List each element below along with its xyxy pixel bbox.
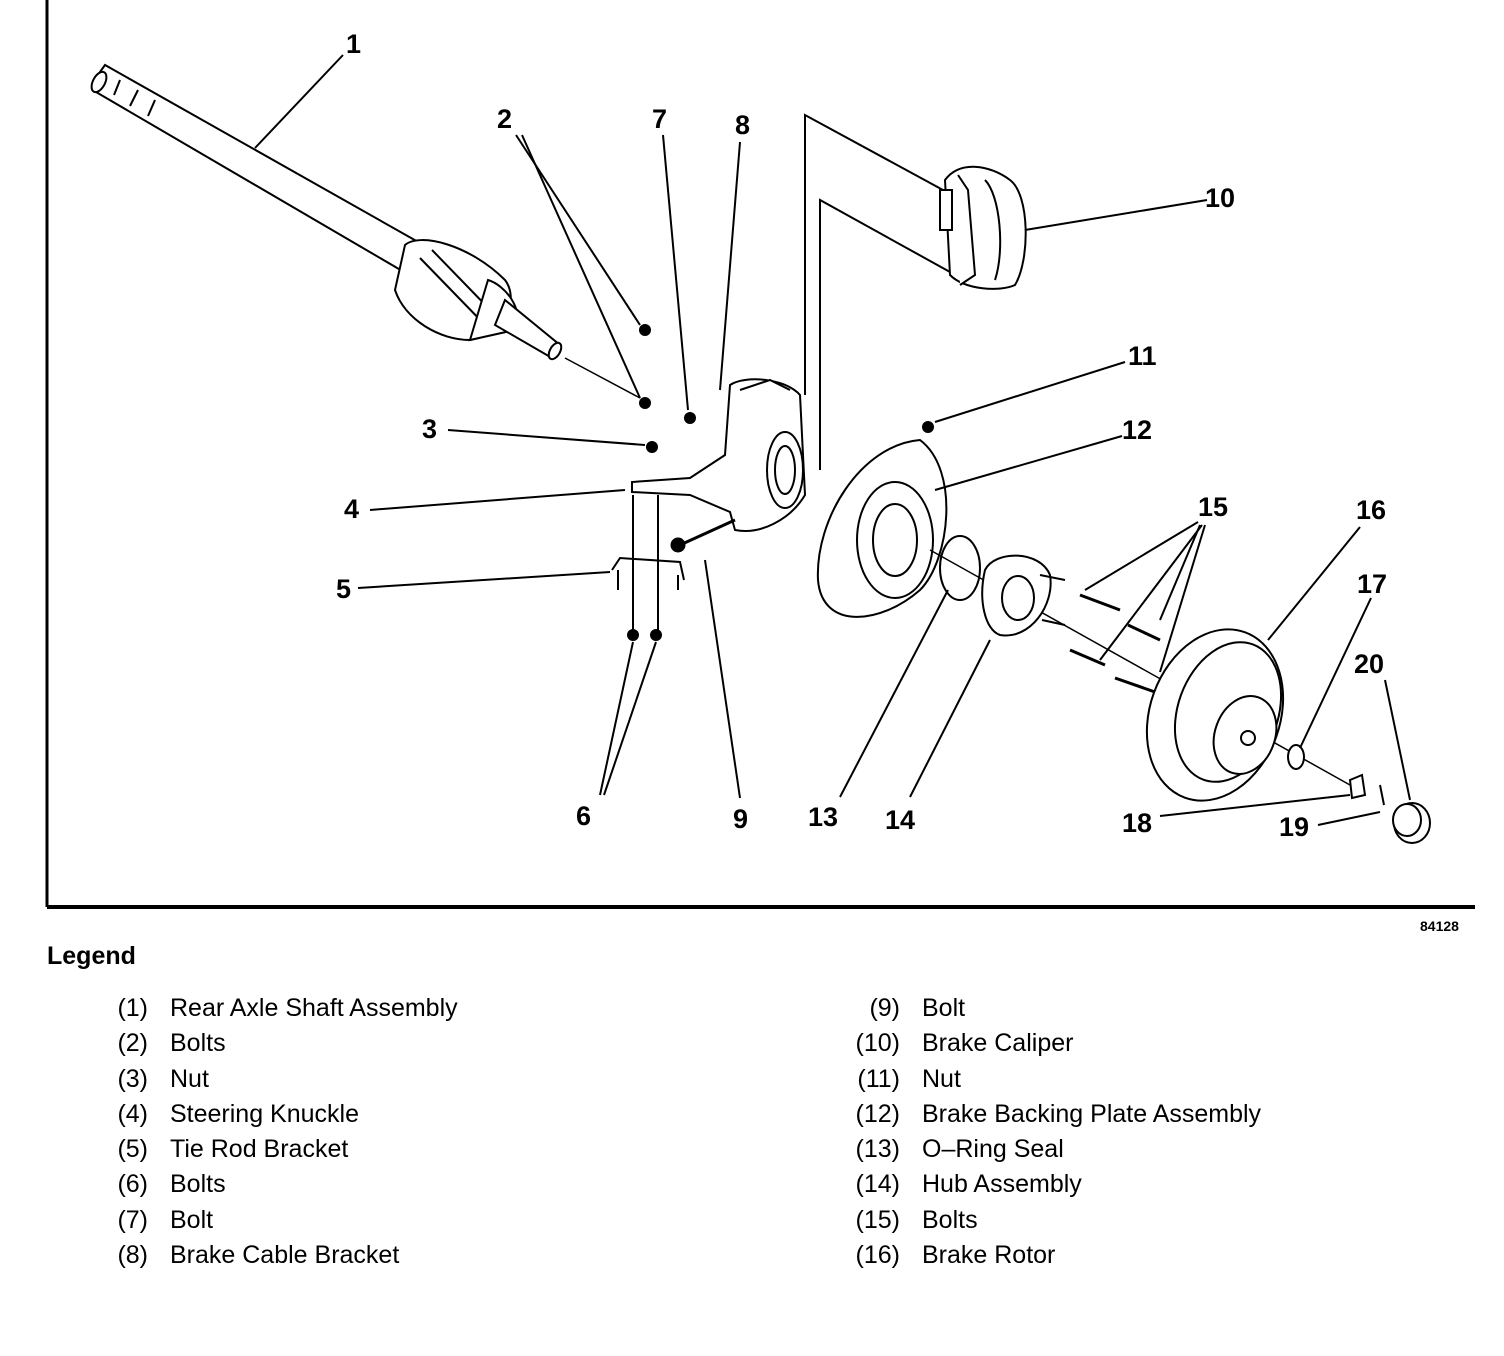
callout-20: 20 [1354, 649, 1384, 679]
legend-item: (16) Brake Rotor [856, 1241, 1261, 1276]
legend-number: (1) [117, 994, 148, 1022]
diagram-frame [45, 0, 1475, 909]
legend-item: (9) Bolt [869, 994, 1261, 1029]
legend-number: (15) [855, 1205, 900, 1234]
legend-item: (15) Bolts [856, 1205, 1261, 1241]
callout-16: 16 [1356, 495, 1386, 525]
legend-item: (8) Brake Cable Bracket [117, 1241, 458, 1276]
legend-number: (2) [117, 1029, 148, 1058]
legend-label: Bolt [922, 994, 966, 1022]
legend-item: (6) Bolts [117, 1170, 458, 1205]
legend-number: (3) [117, 1064, 148, 1093]
legend-number: (11) [857, 1064, 900, 1093]
legend-number: (9) [869, 994, 900, 1022]
bolt-2a [639, 324, 651, 336]
legend-label: Nut [922, 1064, 961, 1093]
bolt-6b [650, 629, 662, 641]
legend-label: Tie Rod Bracket [170, 1135, 349, 1164]
callout-2: 2 [497, 104, 512, 134]
callout-10: 10 [1205, 183, 1235, 213]
brake-backing-plate-drawing [816, 438, 948, 618]
legend-label: Brake Cable Bracket [170, 1241, 400, 1270]
legend-label: Nut [170, 1064, 209, 1093]
callout-17: 17 [1357, 569, 1387, 599]
exploded-view-diagram: 1 2 3 4 5 6 7 8 9 10 11 12 13 14 15 16 1… [45, 0, 1475, 909]
bolt-6a [627, 629, 639, 641]
nut-3 [646, 441, 658, 453]
hub-bolts-drawing [1069, 593, 1161, 694]
legend-item: (3) Nut [117, 1064, 458, 1100]
tie-rod-bracket-drawing [611, 495, 685, 630]
legend-left-column: (1) Rear Axle Shaft Assembly (2) Bolts (3)… [117, 994, 458, 1276]
legend-label: Steering Knuckle [170, 1099, 360, 1128]
callout-3: 3 [422, 414, 437, 444]
bolt-2b [639, 397, 651, 409]
caliper-routing-lines [804, 113, 951, 470]
fasteners [627, 324, 934, 641]
axle-centerline [564, 357, 641, 399]
legend-label: Bolt [170, 1205, 214, 1234]
callout-11: 11 [1128, 341, 1157, 371]
callout-8: 8 [735, 110, 750, 140]
legend-item: (2) Bolts [117, 1029, 458, 1064]
callout-1: 1 [346, 29, 361, 59]
legend-number: (12) [855, 1099, 900, 1128]
legend-number: (8) [117, 1241, 148, 1270]
legend-label: Bolts [170, 1170, 226, 1199]
callout-12: 12 [1122, 415, 1152, 445]
legend-label: Brake Backing Plate Assembly [922, 1099, 1262, 1128]
legend-number: (16) [855, 1241, 900, 1270]
legend-item: (7) Bolt [117, 1205, 458, 1241]
nut-11 [922, 421, 934, 433]
rear-axle-shaft-drawing [90, 63, 563, 361]
legend-label: Bolts [170, 1029, 226, 1058]
legend-number: (14) [855, 1170, 900, 1199]
o-ring-drawing [939, 535, 981, 601]
legend-item: (11) Nut [857, 1064, 1261, 1100]
legend-number: (13) [855, 1135, 900, 1164]
callout-19: 19 [1279, 812, 1309, 842]
legend-right-column: (9) Bolt (10) Brake Caliper (11) Nut (12) Br… [856, 994, 1262, 1276]
legend-item: (13) O–Ring Seal [856, 1135, 1261, 1170]
legend-item: (10) Brake Caliper [856, 1029, 1261, 1064]
callout-15: 15 [1198, 492, 1228, 522]
callout-9: 9 [733, 804, 748, 834]
callout-14: 14 [885, 805, 915, 835]
legend-number: (10) [855, 1029, 900, 1058]
legend-title: Legend [47, 942, 136, 970]
bolt-7 [684, 412, 696, 424]
brake-caliper-drawing [939, 165, 1027, 290]
callout-4: 4 [344, 494, 359, 524]
hub-assembly-drawing [981, 554, 1066, 637]
legend-label: Rear Axle Shaft Assembly [170, 994, 458, 1022]
legend-item: (1) Rear Axle Shaft Assembly [117, 994, 458, 1029]
callout-18: 18 [1122, 808, 1152, 838]
callout-7: 7 [652, 104, 667, 134]
legend-label: Bolts [922, 1205, 978, 1234]
callout-6: 6 [576, 801, 591, 831]
legend-label: Brake Caliper [922, 1029, 1074, 1058]
figure-id: 84128 [1420, 918, 1459, 934]
legend-label: O–Ring Seal [922, 1135, 1064, 1164]
legend-number: (4) [117, 1099, 148, 1128]
callout-5: 5 [336, 574, 351, 604]
leader-lines [254, 54, 1411, 826]
legend-item: (5) Tie Rod Bracket [117, 1135, 458, 1170]
legend-item: (4) Steering Knuckle [117, 1099, 458, 1135]
legend-number: (6) [117, 1170, 148, 1199]
legend-item: (12) Brake Backing Plate Assembly [856, 1099, 1262, 1135]
legend-item: (14) Hub Assembly [856, 1170, 1261, 1205]
legend-number: (5) [117, 1135, 148, 1164]
callout-13: 13 [808, 802, 838, 832]
bolt-9-drawing [670, 518, 736, 553]
legend-label: Hub Assembly [922, 1170, 1082, 1199]
legend-label: Brake Rotor [922, 1241, 1056, 1270]
small-hub-parts-drawing [1287, 744, 1431, 844]
legend-number: (7) [117, 1205, 148, 1234]
brake-rotor-drawing [1145, 628, 1285, 802]
steering-knuckle-drawing [631, 378, 807, 532]
